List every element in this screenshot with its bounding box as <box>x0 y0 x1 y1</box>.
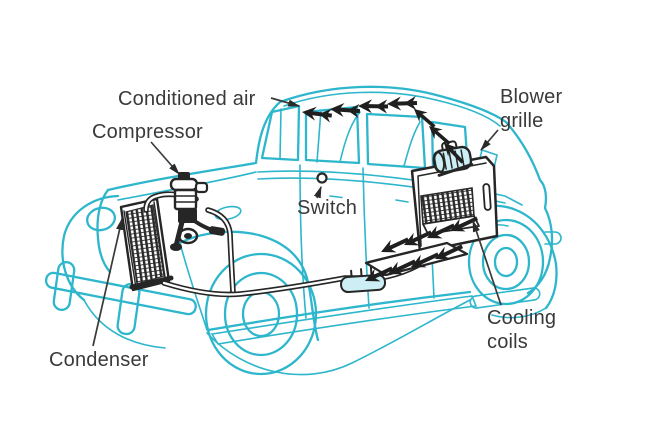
label-condenser: Condenser <box>49 349 149 371</box>
blower-grille-leader <box>480 129 499 151</box>
label-blower-grille-line2: grille <box>500 110 543 132</box>
switch-dot <box>316 172 328 184</box>
compressor-leader <box>150 141 180 175</box>
label-compressor: Compressor <box>92 121 203 143</box>
leader-lines <box>92 97 502 347</box>
label-blower-grille-line1: Blower <box>500 86 562 108</box>
cooling-coils-leader <box>472 219 502 306</box>
label-conditioned-air: Conditioned air <box>118 88 256 110</box>
label-cooling-coils-line1: Cooling <box>487 307 556 329</box>
conditioned-air-leader <box>270 97 301 107</box>
switch-leader <box>313 185 322 199</box>
label-cooling-coils-line2: coils <box>487 331 528 353</box>
condenser-unit <box>119 197 174 292</box>
condenser-leader <box>92 217 124 347</box>
compressor-unit <box>143 172 226 251</box>
labels: Conditioned air Compressor Switch Blower… <box>49 86 562 371</box>
label-switch: Switch <box>297 197 357 219</box>
